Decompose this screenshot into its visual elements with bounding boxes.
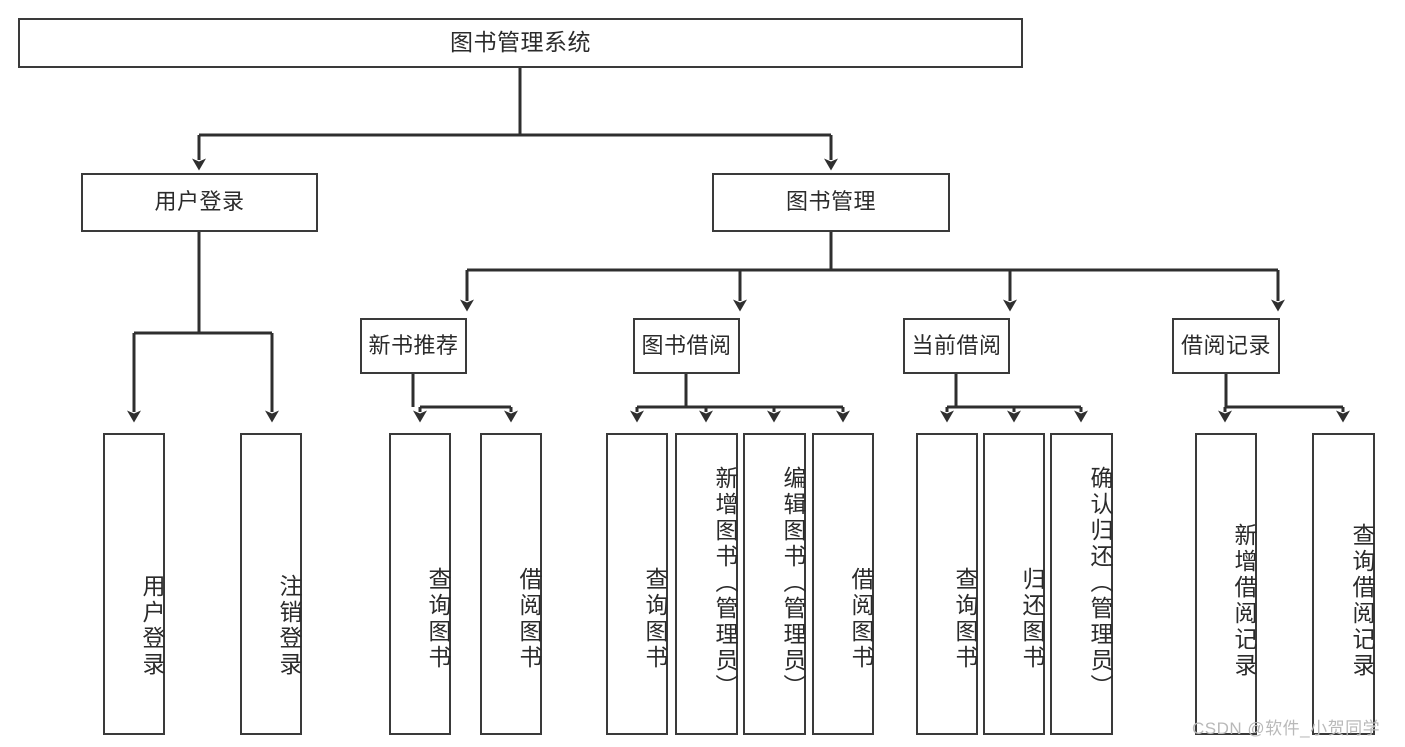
node-leaf-borrow-book-1[interactable]: 借阅图书 — [480, 433, 542, 735]
node-leaf-user-login[interactable]: 用户登录 — [103, 433, 165, 735]
node-label: 新增图书（管理员） — [712, 466, 738, 700]
node-leaf-query-book-1[interactable]: 查询图书 — [389, 433, 451, 735]
node-label: 借阅图书 — [848, 566, 874, 671]
node-label: 注销登录 — [276, 574, 302, 678]
node-label: 查询图书 — [642, 566, 668, 671]
node-label: 归还图书 — [1019, 566, 1045, 671]
node-leaf-borrow-book-2[interactable]: 借阅图书 — [812, 433, 874, 735]
node-user-login[interactable]: 用户登录 — [81, 173, 318, 232]
node-label: 查询图书 — [425, 566, 451, 671]
node-label: 借阅记录 — [1180, 332, 1271, 358]
node-label: 查询借阅记录 — [1349, 523, 1375, 679]
node-leaf-return-book[interactable]: 归还图书 — [983, 433, 1045, 735]
node-label: 图书管理 — [785, 189, 876, 215]
node-borrow-record[interactable]: 借阅记录 — [1172, 318, 1280, 374]
node-label: 查询图书 — [952, 566, 978, 671]
node-leaf-edit-book[interactable]: 编辑图书（管理员） — [743, 433, 806, 735]
node-book-manage[interactable]: 图书管理 — [712, 173, 950, 232]
node-label: 确认归还（管理员） — [1087, 466, 1113, 700]
node-label: 新书推荐 — [368, 332, 459, 358]
node-leaf-add-record[interactable]: 新增借阅记录 — [1195, 433, 1257, 735]
node-leaf-query-book-3[interactable]: 查询图书 — [916, 433, 978, 735]
node-label: 用户登录 — [154, 189, 245, 215]
node-leaf-user-logout[interactable]: 注销登录 — [240, 433, 302, 735]
node-label: 图书管理系统 — [450, 29, 591, 56]
node-new-book-recommend[interactable]: 新书推荐 — [360, 318, 467, 374]
node-leaf-query-book-2[interactable]: 查询图书 — [606, 433, 668, 735]
node-leaf-add-book[interactable]: 新增图书（管理员） — [675, 433, 738, 735]
node-label: 当前借阅 — [911, 332, 1002, 358]
node-root-book-management-system[interactable]: 图书管理系统 — [18, 18, 1023, 68]
node-label: 图书借阅 — [641, 332, 732, 358]
node-label: 编辑图书（管理员） — [780, 466, 806, 700]
node-label: 用户登录 — [139, 574, 165, 678]
node-current-borrow[interactable]: 当前借阅 — [903, 318, 1010, 374]
node-label: 新增借阅记录 — [1231, 523, 1257, 679]
node-book-borrow[interactable]: 图书借阅 — [633, 318, 740, 374]
node-leaf-query-record[interactable]: 查询借阅记录 — [1312, 433, 1375, 735]
csdn-watermark: CSDN @软件_小贺同学 — [1192, 719, 1381, 738]
node-label: 借阅图书 — [516, 566, 542, 671]
node-leaf-confirm-return[interactable]: 确认归还（管理员） — [1050, 433, 1113, 735]
